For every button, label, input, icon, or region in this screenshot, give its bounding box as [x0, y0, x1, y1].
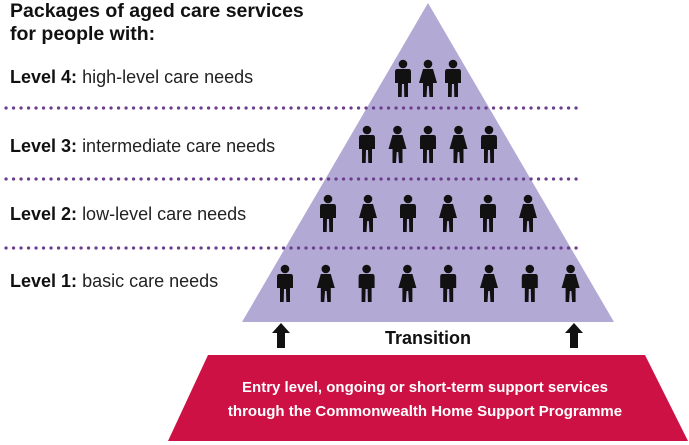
person-icon: [445, 59, 461, 97]
base-description: Entry level, ongoing or short-term suppo…: [190, 376, 660, 424]
level-3-name: Level 3:: [10, 136, 78, 156]
person-icon: [439, 194, 457, 232]
level-2-label: Level 2: low-level care needs: [10, 203, 246, 225]
person-icon: [561, 264, 580, 302]
level-1-name: Level 1:: [10, 271, 78, 291]
level-4-description: high-level care needs: [82, 67, 254, 87]
level-1-label: Level 1: basic care needs: [10, 270, 218, 292]
person-icon: [395, 59, 411, 97]
base-trapezoid: [168, 355, 688, 441]
person-icon: [400, 194, 416, 232]
person-icon: [420, 125, 436, 163]
person-icon: [440, 264, 457, 302]
person-icon: [359, 125, 375, 163]
person-icon: [277, 264, 293, 302]
base-line-2: through the Commonwealth Home Support Pr…: [227, 403, 623, 420]
person-icon: [316, 264, 335, 302]
person-icon: [449, 125, 468, 163]
diagram-heading: Packages of aged care services for peopl…: [10, 0, 304, 46]
person-icon: [480, 194, 496, 232]
level-2-name: Level 2:: [10, 204, 78, 224]
level-4-label: Level 4: high-level care needs: [10, 66, 253, 88]
base-line-1: Entry level, ongoing or short-term suppo…: [242, 379, 608, 396]
person-icon: [519, 194, 537, 232]
person-icon: [480, 264, 498, 302]
person-icon: [398, 264, 417, 302]
transition-arrows: [272, 323, 583, 348]
heading-line-1: Packages of aged care services: [10, 0, 304, 22]
person-icon: [481, 125, 497, 163]
pyramid-shape: [242, 3, 614, 322]
transition-label: Transition: [384, 328, 471, 348]
level-2-description: low-level care needs: [82, 204, 247, 224]
person-icon: [358, 264, 375, 302]
people-figures: [277, 59, 580, 302]
level-dividers: [4, 106, 580, 250]
heading-line-2: for people with:: [10, 23, 156, 45]
up-arrow-icon: [272, 323, 290, 348]
person-icon: [388, 125, 407, 163]
level-1-description: basic care needs: [82, 271, 219, 291]
person-icon: [359, 194, 377, 232]
level-4-name: Level 4:: [10, 67, 78, 87]
person-icon: [320, 194, 336, 232]
up-arrow-icon: [565, 323, 583, 348]
level-3-label: Level 3: intermediate care needs: [10, 135, 275, 157]
level-3-description: intermediate care needs: [82, 136, 276, 156]
person-icon: [419, 59, 437, 97]
person-icon: [521, 264, 538, 302]
